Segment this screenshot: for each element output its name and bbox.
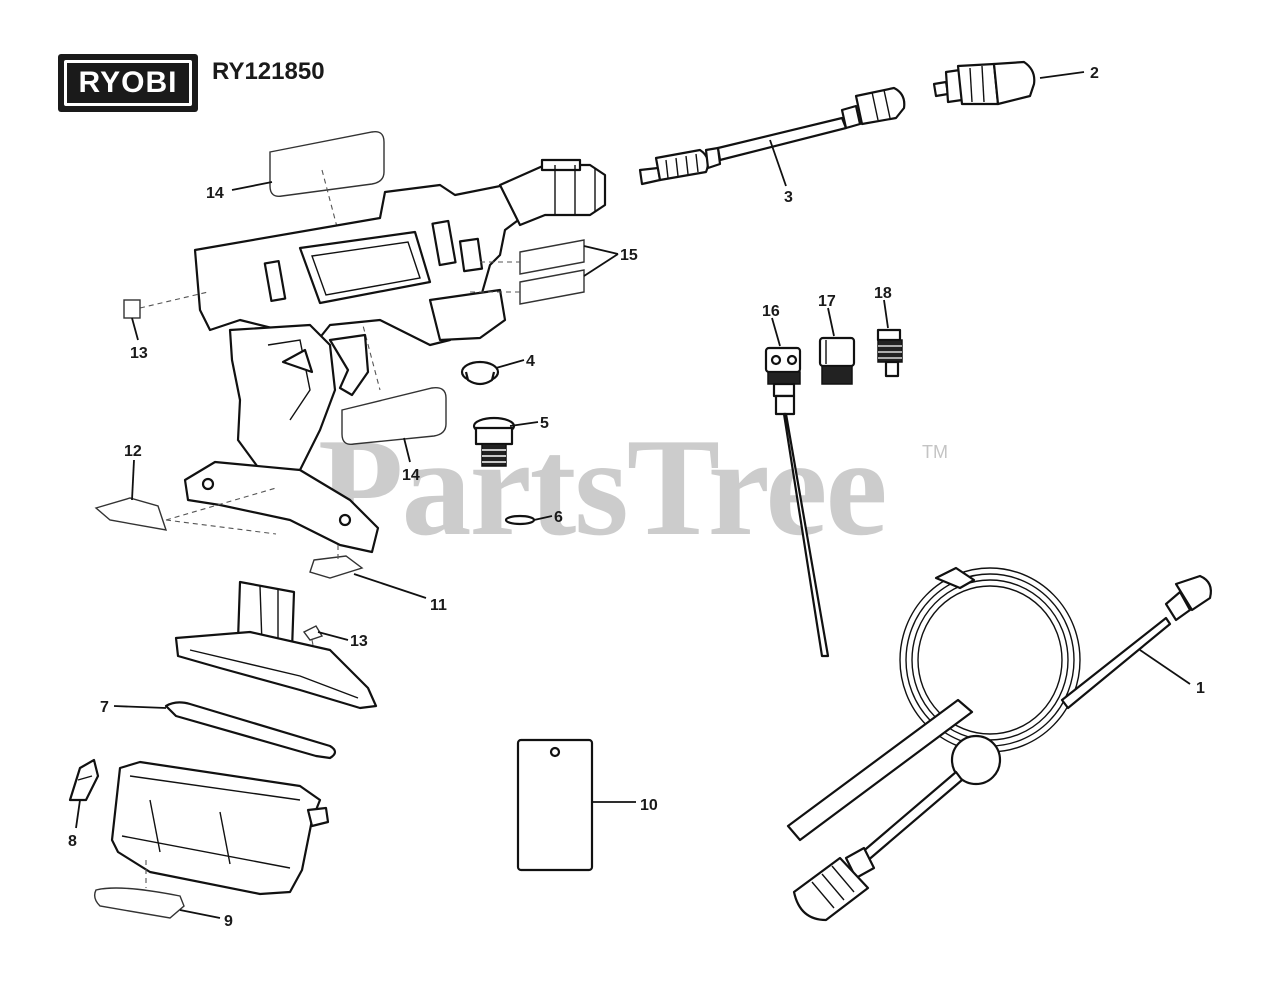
callout-1: 1 xyxy=(1196,680,1205,697)
callout-12: 12 xyxy=(124,443,142,460)
watermark-text: PartsTree xyxy=(318,410,888,565)
callout-7: 7 xyxy=(100,699,109,716)
label-14-top xyxy=(269,131,385,197)
label-9 xyxy=(93,887,185,919)
gun-body xyxy=(183,158,607,554)
part-2-nozzle xyxy=(932,60,1036,106)
part-1-hose xyxy=(786,566,1212,922)
part-6-oring xyxy=(504,514,536,526)
watermark-trademark: TM xyxy=(922,442,948,462)
part-8-clip xyxy=(68,758,100,802)
callout-6: 6 xyxy=(554,509,563,526)
part-4-cap xyxy=(460,360,500,386)
callout-9: 9 xyxy=(224,913,233,930)
label-15 xyxy=(519,239,585,305)
brand-name: RYOBI xyxy=(78,66,178,99)
battery-adapter xyxy=(174,580,378,710)
callout-17: 17 xyxy=(818,293,836,310)
callout-11: 11 xyxy=(430,597,447,614)
part-3-wand xyxy=(638,86,906,186)
part-18-fitting xyxy=(876,328,903,378)
label-14-lower xyxy=(341,387,447,445)
callout-14-top: 14 xyxy=(206,185,224,202)
part-10-manual xyxy=(516,738,594,872)
part-17-connector xyxy=(818,336,856,385)
label-12 xyxy=(94,497,168,531)
callout-14-lower: 14 xyxy=(402,467,420,484)
model-number: RY121850 xyxy=(212,58,325,85)
callout-5: 5 xyxy=(540,415,549,432)
part-7-seal xyxy=(164,701,337,760)
part-16-connector xyxy=(764,346,830,658)
callout-8: 8 xyxy=(68,833,77,850)
ryobi-logo: RYOBI xyxy=(58,54,198,112)
label-11 xyxy=(309,555,364,579)
callout-18: 18 xyxy=(874,285,892,302)
part-5-adapter xyxy=(472,416,516,467)
callout-16: 16 xyxy=(762,303,780,320)
callout-4: 4 xyxy=(526,353,535,370)
water-tank xyxy=(110,760,330,896)
callout-10: 10 xyxy=(640,797,658,814)
callout-13-battery: 13 xyxy=(350,633,368,650)
label-13-left xyxy=(123,299,141,319)
callout-2: 2 xyxy=(1090,65,1099,82)
label-13-battery xyxy=(302,625,324,641)
callout-15: 15 xyxy=(620,247,638,264)
callout-3: 3 xyxy=(784,189,793,206)
callout-13-left: 13 xyxy=(130,345,148,362)
